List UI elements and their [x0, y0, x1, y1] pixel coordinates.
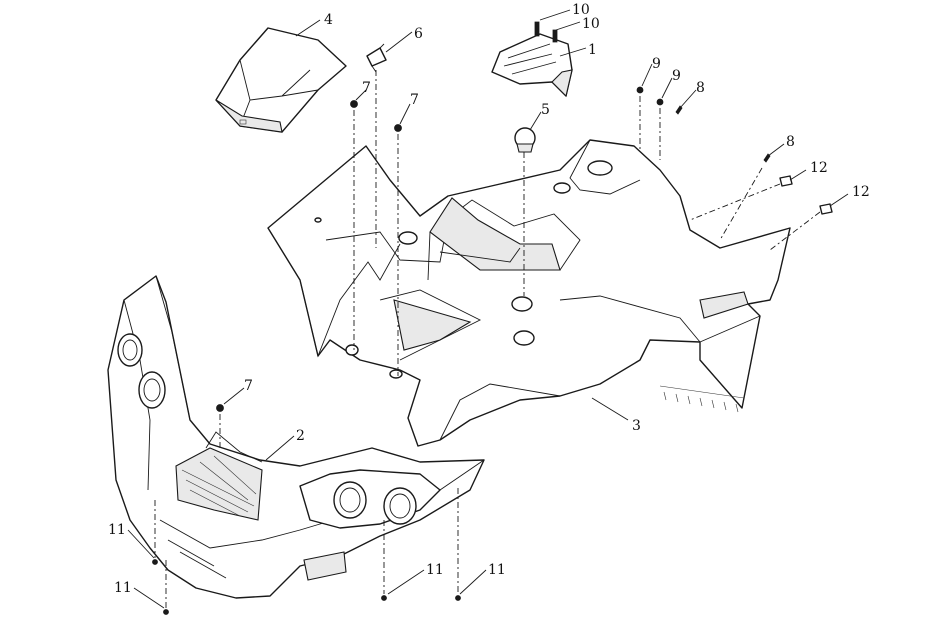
part-4-top-cover: [215, 27, 347, 133]
callout-10: 10: [572, 2, 590, 18]
callout-10: 10: [582, 16, 600, 32]
callout-7: 7: [362, 80, 371, 96]
callout-4: 4: [324, 12, 333, 28]
callout-9: 9: [652, 56, 661, 72]
callout-11: 11: [114, 580, 132, 596]
callout-8: 8: [696, 80, 705, 96]
assembly-lines: [154, 70, 821, 608]
callout-11: 11: [488, 562, 506, 578]
callout-11: 11: [426, 562, 444, 578]
hardware-screws: [152, 21, 833, 615]
callout-labels: 4 6 10 10 1 7 7 5 9 9 8 8 12 12 3 7 2 11…: [108, 2, 870, 596]
callout-5: 5: [541, 102, 550, 118]
part-6-clip: [366, 43, 387, 73]
callout-7: 7: [244, 378, 253, 394]
callout-6: 6: [414, 26, 423, 42]
callout-8: 8: [786, 134, 795, 150]
callout-9: 9: [672, 68, 681, 84]
callout-2: 2: [296, 428, 305, 444]
callout-11: 11: [108, 522, 126, 538]
callout-7: 7: [410, 92, 419, 108]
part-5-plug-cap: [514, 127, 536, 153]
leader-lines: [127, 9, 849, 609]
callout-12: 12: [852, 184, 870, 200]
callout-3: 3: [632, 418, 641, 434]
part-1-hood-cap: [491, 33, 573, 98]
callout-1: 1: [588, 42, 597, 58]
part-2-front-fender: [107, 275, 485, 599]
callout-12: 12: [810, 160, 828, 176]
part-3-rear-fender: [267, 139, 791, 447]
